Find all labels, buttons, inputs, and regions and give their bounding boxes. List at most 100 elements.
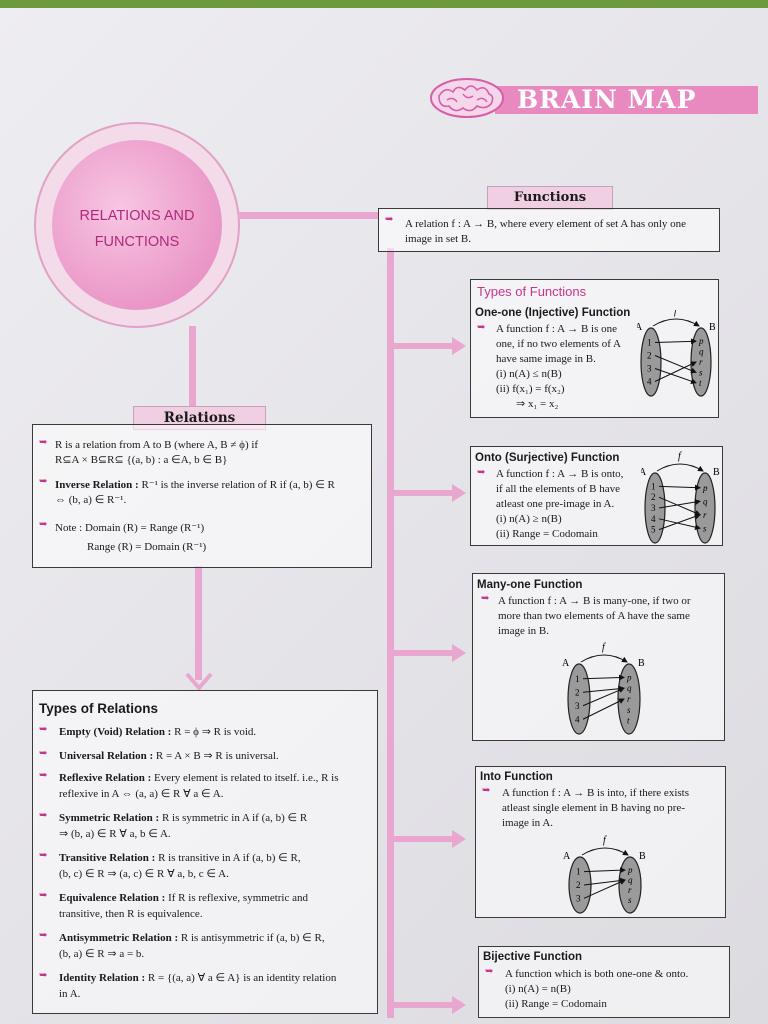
onto-box: Onto (Surjective) Function ➥ A function … <box>470 446 723 546</box>
set-a-element: 1 <box>575 674 580 684</box>
bullet-arrow-icon: ➥ <box>39 724 48 735</box>
set-a-element: 2 <box>576 880 581 890</box>
function-label: f <box>602 642 606 653</box>
one-one-cond2: (ii) f(x₁) = f(x₂) <box>496 383 565 395</box>
bullet-arrow-icon: ➥ <box>477 467 486 478</box>
set-b-element: p <box>626 672 632 682</box>
mapping-arrow <box>654 355 697 374</box>
relation-type-item: Symmetric Relation : R is symmetric in A… <box>59 811 369 842</box>
functions-box: ➥ A relation f : A → B, where every elem… <box>378 208 720 252</box>
set-b-label: B <box>713 467 720 478</box>
arrow-right-icon <box>452 996 466 1014</box>
relation-type-label: Reflexive Relation : <box>59 772 152 784</box>
set-b-element: p <box>702 483 708 493</box>
set-a-element: 1 <box>647 338 652 348</box>
relation-type-item: Antisymmetric Relation : R is antisymmet… <box>59 931 369 962</box>
many-one-line2: more than two elements of A have the sam… <box>498 610 690 622</box>
relation-type-text: R = A × B ⇒ R is universal. <box>153 750 279 762</box>
relation-type-text: R is transitive in A if (a, b) ∈ R, <box>155 852 301 864</box>
set-b-element: p <box>627 865 633 875</box>
mapping-arrow <box>658 518 701 531</box>
many-one-title: Many-one Function <box>477 579 583 591</box>
bullet-arrow-icon: ➥ <box>385 214 394 225</box>
set-a-element: 1 <box>651 481 656 491</box>
relation-type-text: If R is reflexive, symmetric and <box>165 892 308 904</box>
connector-trunk <box>387 248 394 1018</box>
function-label: f <box>678 451 682 462</box>
bullet-arrow-icon: ➥ <box>39 770 48 781</box>
many-one-line1: A function f : A → B is many-one, if two… <box>498 595 691 607</box>
set-a-oval <box>644 472 666 544</box>
set-b-element: q <box>703 496 708 506</box>
note-range: Range (R) = Domain (R⁻¹) <box>87 541 207 553</box>
connector-relations-to-types <box>195 566 202 680</box>
set-b-element: s <box>703 523 707 533</box>
onto-cond1: (i) n(A) ≥ n(B) <box>496 513 562 525</box>
brain-icon <box>430 78 504 118</box>
set-b-label: B <box>638 658 645 669</box>
note-domain: Note : Domain (R) = Range (R⁻¹) <box>55 522 205 534</box>
set-b-element: t <box>627 716 630 726</box>
set-b-element: q <box>628 875 633 885</box>
set-a-label: A <box>563 851 571 862</box>
set-a-element: 5 <box>651 525 656 535</box>
relations-box: ➥ R is a relation from A to B (where A, … <box>32 424 372 568</box>
relation-type-label: Antisymmetric Relation : <box>59 932 179 944</box>
bullet-arrow-icon: ➥ <box>39 748 48 759</box>
into-line1: A function f : A → B is into, if there e… <box>502 787 689 799</box>
into-title: Into Function <box>480 771 553 783</box>
into-box: Into Function ➥ A function f : A → B is … <box>475 766 726 918</box>
set-b-element: q <box>627 683 632 693</box>
set-a-element: 2 <box>575 687 580 697</box>
set-b-label: B <box>709 322 716 333</box>
bullet-arrow-icon: ➥ <box>39 970 48 981</box>
set-a-element: 4 <box>651 514 656 524</box>
bijective-cond1: (i) n(A) = n(B) <box>505 983 571 995</box>
set-a-element: 3 <box>651 503 656 513</box>
bullet-arrow-icon: ➥ <box>39 930 48 941</box>
set-a-element: 2 <box>651 492 656 502</box>
bullet-arrow-icon: ➥ <box>485 966 494 977</box>
relation-type-label: Universal Relation : <box>59 750 154 762</box>
center-title-line1: RELATIONS AND <box>79 208 195 224</box>
mapping-arrow <box>583 879 626 899</box>
relation-type-label: Transitive Relation : <box>59 852 156 864</box>
mapping-arrow <box>582 674 625 681</box>
set-b-element: r <box>628 885 632 895</box>
set-b-element: s <box>628 895 632 905</box>
onto-title: Onto (Surjective) Function <box>475 452 620 464</box>
branch-onto <box>390 490 452 496</box>
functions-definition: A relation f : A → B, where every elemen… <box>405 218 687 245</box>
onto-line1: A function f : A → B is onto, <box>496 468 624 480</box>
inverse-relation-cont: ⇔ (b, a) ∈ R⁻¹. <box>55 494 127 506</box>
bullet-arrow-icon: ➥ <box>477 322 486 333</box>
set-b-element: t <box>699 378 702 388</box>
mapping-arrow <box>654 368 697 384</box>
relation-type-text: R is symmetric in A if (a, b) ∈ R <box>159 812 308 824</box>
relation-type-cont: reflexive in A ⇔ (a, a) ∈ R ∀ a ∈ A. <box>59 787 224 800</box>
bijective-title: Bijective Function <box>483 951 583 963</box>
functions-header: Functions <box>487 186 613 210</box>
relation-type-item: Equivalence Relation : If R is reflexive… <box>59 891 369 922</box>
relation-type-item: Reflexive Relation : Every element is re… <box>59 771 369 802</box>
bijective-cond2: (ii) Range = Codomain <box>505 998 607 1010</box>
one-one-cond3: ⇒ x₁ = x₂ <box>516 398 559 410</box>
relation-type-label: Symmetric Relation : <box>59 812 160 824</box>
function-arc <box>580 654 628 663</box>
one-one-line2: one, if no two elements of A <box>496 338 621 350</box>
bullet-arrow-icon: ➥ <box>39 810 48 821</box>
top-strip <box>0 0 768 8</box>
relation-definition-set: R⊆A × B⊆R⊆ {(a, b) : a ∈A, b ∈ B} <box>55 454 228 466</box>
relation-type-cont: ⇒ (b, a) ∈ R ∀ a, b ∈ A. <box>59 827 171 840</box>
mapping-arrow <box>583 877 626 886</box>
set-b-oval <box>617 663 641 735</box>
set-a-element: 1 <box>576 867 581 877</box>
set-b-label: B <box>639 851 646 862</box>
relation-type-item: Empty (Void) Relation : R = ϕ ⇒ R is voi… <box>59 725 369 741</box>
set-a-element: 4 <box>647 377 652 387</box>
mapping-arrow <box>658 484 701 491</box>
mapping-arrow <box>658 513 701 531</box>
set-b-element: s <box>627 705 631 715</box>
function-label: f <box>603 835 607 846</box>
